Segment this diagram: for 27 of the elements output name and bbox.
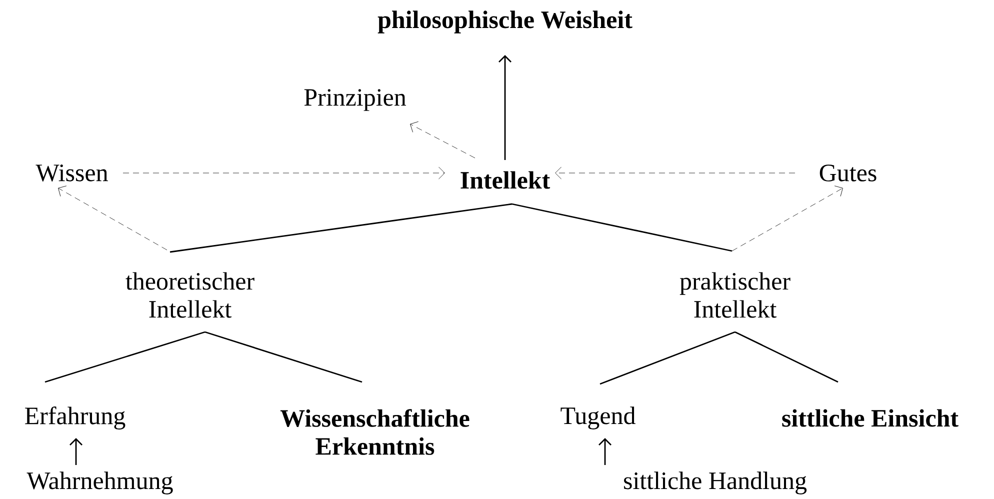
arrow <box>498 55 512 160</box>
dashed-arrow <box>555 166 796 180</box>
concept-label: Wissenschaftliche Erkenntnis <box>280 409 470 455</box>
concept-label: Wahrnehmung <box>26 472 173 494</box>
dashed-arrow <box>410 121 476 158</box>
concept-label: sittliche Handlung <box>624 472 807 494</box>
concept-label: Intellekt <box>460 171 550 189</box>
concept-label: Erfahrung <box>25 406 126 430</box>
concept-label: theoretischer Intellekt <box>126 272 254 318</box>
connector-line <box>512 203 732 252</box>
dashed-arrow <box>122 166 445 180</box>
concept-label: Wissen <box>36 164 108 182</box>
arrow <box>70 438 82 465</box>
connector-line <box>734 331 838 383</box>
concept-label: sittliche Einsicht <box>782 409 958 427</box>
concept-label: philosophische Weisheit <box>378 10 632 34</box>
concept-label: Gutes <box>820 164 876 182</box>
arrow <box>598 438 612 465</box>
connector-line <box>204 331 362 383</box>
dashed-arrow <box>732 186 843 252</box>
concept-label: Tugend <box>560 406 636 430</box>
connector-line <box>170 203 512 253</box>
concept-label: praktischer Intellekt <box>680 272 790 318</box>
connector-line <box>600 331 736 385</box>
dashed-arrow <box>58 186 168 250</box>
concept-label: Prinzipien <box>304 89 406 111</box>
connector-line <box>44 331 206 383</box>
